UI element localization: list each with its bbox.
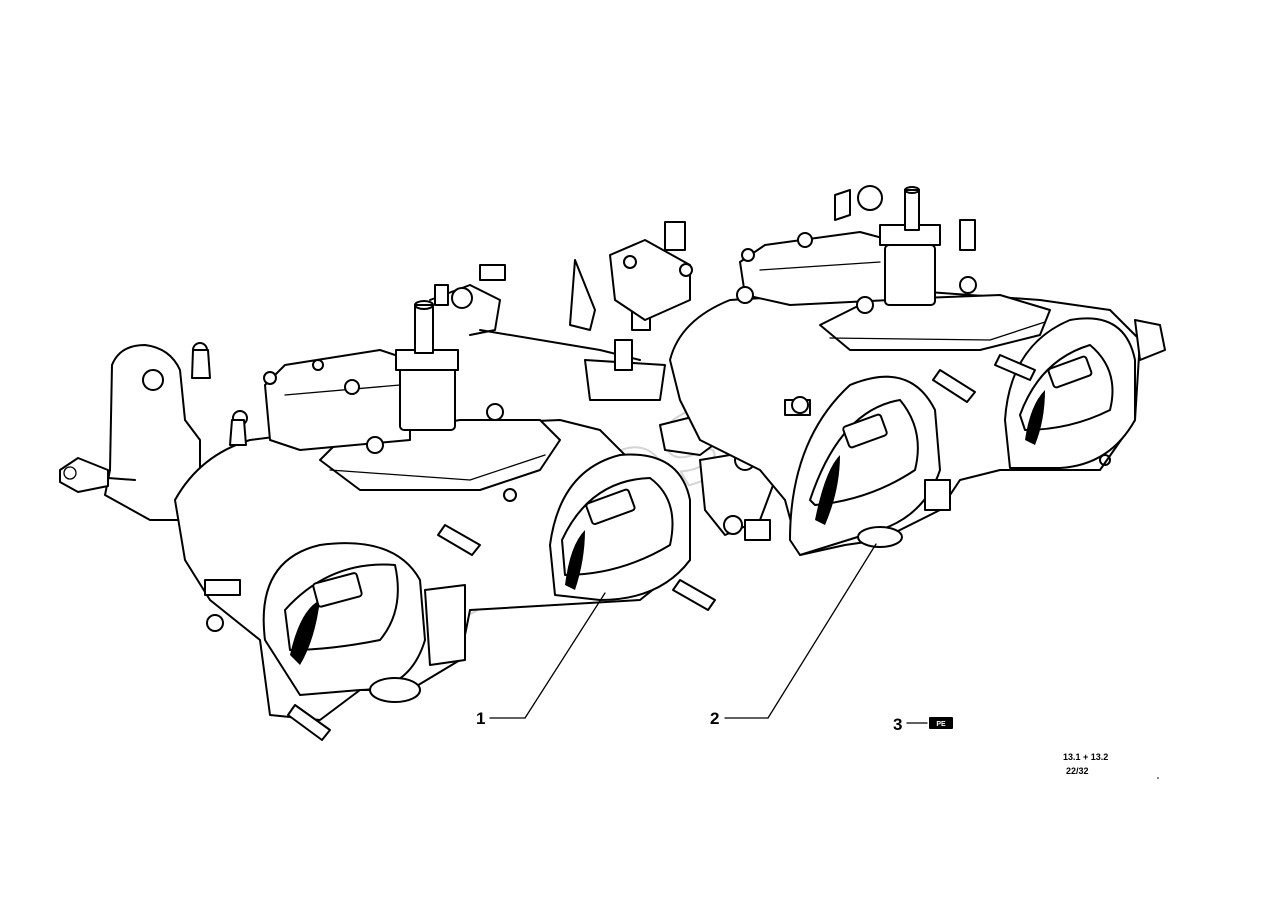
callout-1-number: 1 [476,709,485,728]
callout-3: 3 PE [893,715,953,734]
pe-badge [929,717,953,729]
reference-line-1: 13.1 + 13.2 [1063,752,1108,762]
callout-2-number: 2 [710,709,719,728]
reference-block: 13.1 + 13.2 22/32 [1063,752,1108,776]
callout-1: 1 [476,592,606,728]
stray-dot [1157,777,1159,779]
pe-badge-text: PE [936,721,946,728]
right-throttle-assembly [609,185,1166,556]
callout-2: 2 [710,543,877,728]
reference-line-2: 22/32 [1066,766,1089,776]
left-throttle-assembly [59,264,716,741]
callout-3-number: 3 [893,715,902,734]
